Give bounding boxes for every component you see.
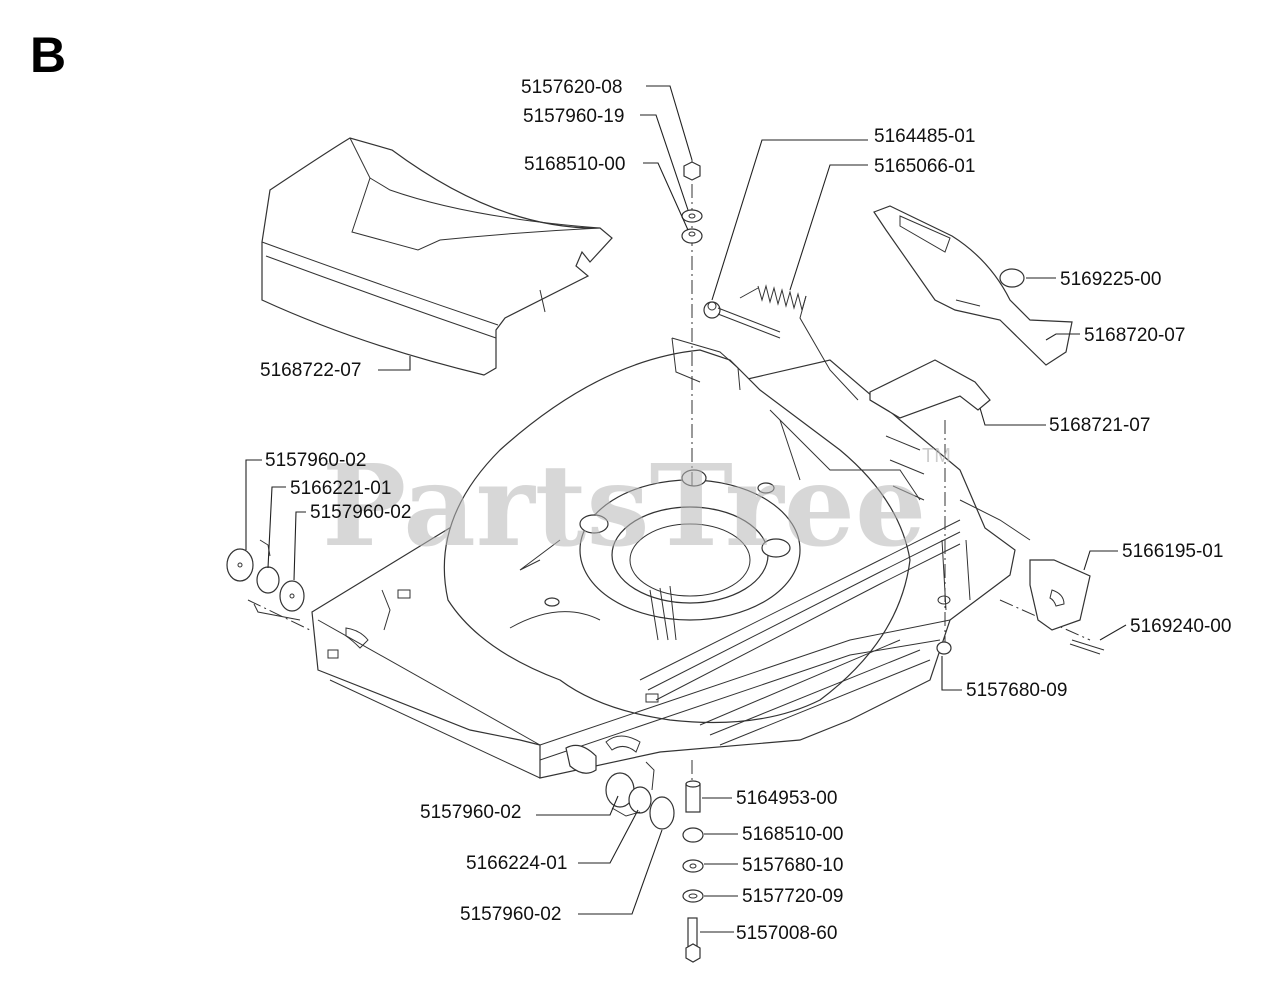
hex-nut	[683, 161, 701, 181]
watermark-text: PartsTree	[322, 441, 926, 572]
mower-deck	[311, 337, 1031, 779]
part-label[interactable]: 5169225-00	[1060, 269, 1161, 290]
watermark: PartsTree TM	[322, 441, 951, 572]
cap	[999, 268, 1025, 288]
part-label[interactable]: 5157960-02	[460, 904, 561, 925]
part-label[interactable]: 5168722-07	[260, 360, 361, 381]
part-label[interactable]: 5157960-02	[310, 502, 411, 523]
part-label[interactable]: 5168721-07	[1049, 415, 1150, 436]
part-label[interactable]: 5157680-10	[742, 855, 843, 876]
part-label[interactable]: 5157960-02	[265, 450, 366, 471]
centerline-left	[247, 599, 311, 631]
part-label[interactable]: 5157720-09	[742, 886, 843, 907]
torsion-spring	[739, 284, 859, 401]
part-label[interactable]: 5157680-09	[966, 680, 1067, 701]
height-adjust-plate	[1029, 559, 1091, 631]
part-label[interactable]: 5168720-07	[1084, 325, 1185, 346]
leader-lines	[245, 85, 1127, 933]
part-label[interactable]: 5168510-00	[524, 154, 625, 175]
watermark-trademark: TM	[922, 445, 951, 467]
part-label[interactable]: 5166195-01	[1122, 541, 1223, 562]
part-label[interactable]: 5165066-01	[874, 156, 975, 177]
washer	[681, 209, 703, 223]
rear-flap-cover	[261, 137, 613, 376]
lower-hardware-stack	[682, 780, 704, 963]
pin-bolt	[1069, 639, 1105, 655]
part-label[interactable]: 5164485-01	[874, 126, 975, 147]
part-label[interactable]: 5157960-02	[420, 802, 521, 823]
part-label[interactable]: 5166224-01	[466, 853, 567, 874]
pins-right	[885, 435, 925, 501]
part-label[interactable]: 5157620-08	[521, 77, 622, 98]
left-wheel-washers	[226, 539, 305, 621]
washer-right	[936, 641, 952, 655]
part-label[interactable]: 5157960-19	[523, 106, 624, 127]
front-wheel-washers	[605, 761, 675, 830]
section-letter: B	[30, 27, 66, 83]
part-label[interactable]: 5168510-00	[742, 824, 843, 845]
spring-rod	[703, 301, 781, 339]
part-label[interactable]: 5157008-60	[736, 923, 837, 944]
hinge-bracket	[869, 359, 991, 419]
part-label[interactable]: 5169240-00	[1130, 616, 1231, 637]
part-labels: 5157620-08 5157960-19 5168510-00 5164485…	[260, 77, 1231, 944]
part-label[interactable]: 5164953-00	[736, 788, 837, 809]
rear-flap	[873, 205, 1073, 366]
part-label[interactable]: 5166221-01	[290, 478, 391, 499]
